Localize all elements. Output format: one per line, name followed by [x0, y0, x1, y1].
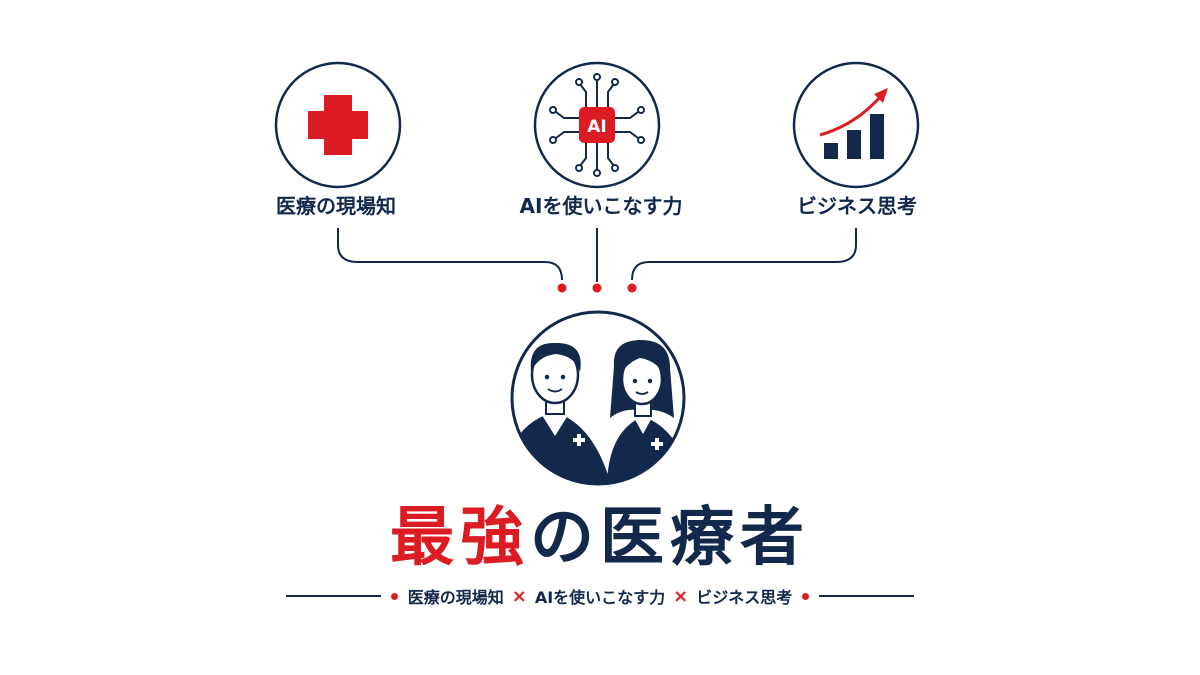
connector-dots	[557, 283, 637, 293]
page-title: 最強の医療者	[250, 488, 950, 588]
footer-item: ビジネス思考	[696, 588, 793, 607]
footer-separator: ×	[511, 585, 527, 607]
medical-staff-icon	[510, 310, 686, 486]
ai-chip-body	[579, 107, 615, 143]
title-rest: の医療者	[530, 501, 810, 575]
node-ai: AI	[533, 61, 661, 189]
footer-tagline: 医療の現場知 × AIを使いこなす力 × ビジネス思考	[200, 578, 1000, 614]
footer-item: AIを使いこなす力	[534, 588, 666, 607]
footer-separator: ×	[673, 585, 689, 607]
node-label-ai: AIを使いこなす力	[519, 194, 683, 218]
footer-line-left	[285, 595, 381, 597]
node-label-medical: 医療の現場知	[276, 194, 396, 218]
node-business-circle	[792, 61, 920, 189]
ai-chip-text: AI	[587, 117, 606, 137]
ai-chip-icon	[549, 73, 645, 177]
growth-chart-icon	[819, 88, 888, 159]
red-cross-icon	[308, 95, 368, 155]
title-accent: 最強	[390, 501, 530, 575]
footer-dot-left	[390, 592, 398, 600]
footer-item: 医療の現場知	[407, 588, 504, 607]
connectors	[337, 228, 857, 282]
node-label-business: ビジネス思考	[797, 194, 917, 218]
footer-line-right	[819, 595, 915, 597]
node-business	[792, 61, 920, 189]
footer-dot-right	[802, 592, 810, 600]
node-medical	[274, 61, 402, 189]
